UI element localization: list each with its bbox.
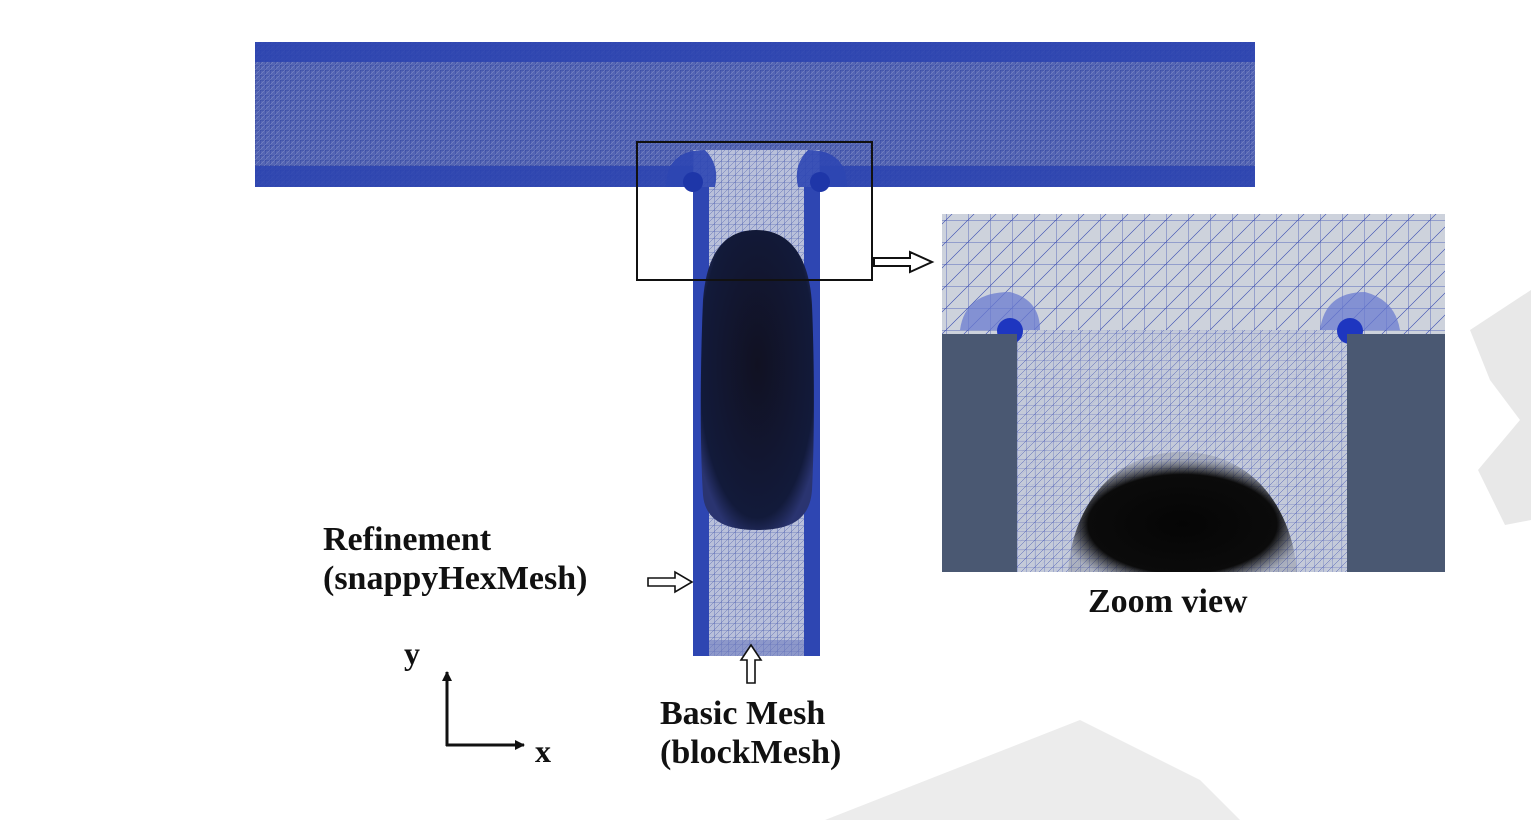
- right-wall-block: [1347, 334, 1445, 572]
- refinement-label: Refinement (snappyHexMesh): [323, 520, 587, 598]
- refinement-arrow: [647, 570, 694, 594]
- droplet: [700, 230, 814, 530]
- x-axis-label: x: [535, 733, 551, 769]
- basic-mesh-label: Basic Mesh (blockMesh): [660, 694, 841, 772]
- zoom-view-panel: [942, 214, 1445, 572]
- zoom-arrow: [873, 250, 935, 274]
- zoom-view-label: Zoom view: [1088, 583, 1248, 620]
- refinement-label-line2: (snappyHexMesh): [323, 560, 588, 598]
- refinement-label-line1: Refinement: [323, 521, 492, 558]
- zoom-selection-box: [636, 141, 873, 281]
- corner-refinement: [666, 150, 847, 192]
- watermark: [825, 290, 1531, 820]
- zoom-droplet: [1068, 452, 1297, 572]
- basic-mesh-label-line1: Basic Mesh: [660, 695, 826, 732]
- basic-mesh-arrow: [739, 643, 763, 684]
- axes-indicator: [442, 671, 525, 750]
- y-axis-label: y: [404, 635, 420, 671]
- basic-mesh-label-line2: (blockMesh): [660, 734, 842, 772]
- left-wall-block: [942, 334, 1017, 572]
